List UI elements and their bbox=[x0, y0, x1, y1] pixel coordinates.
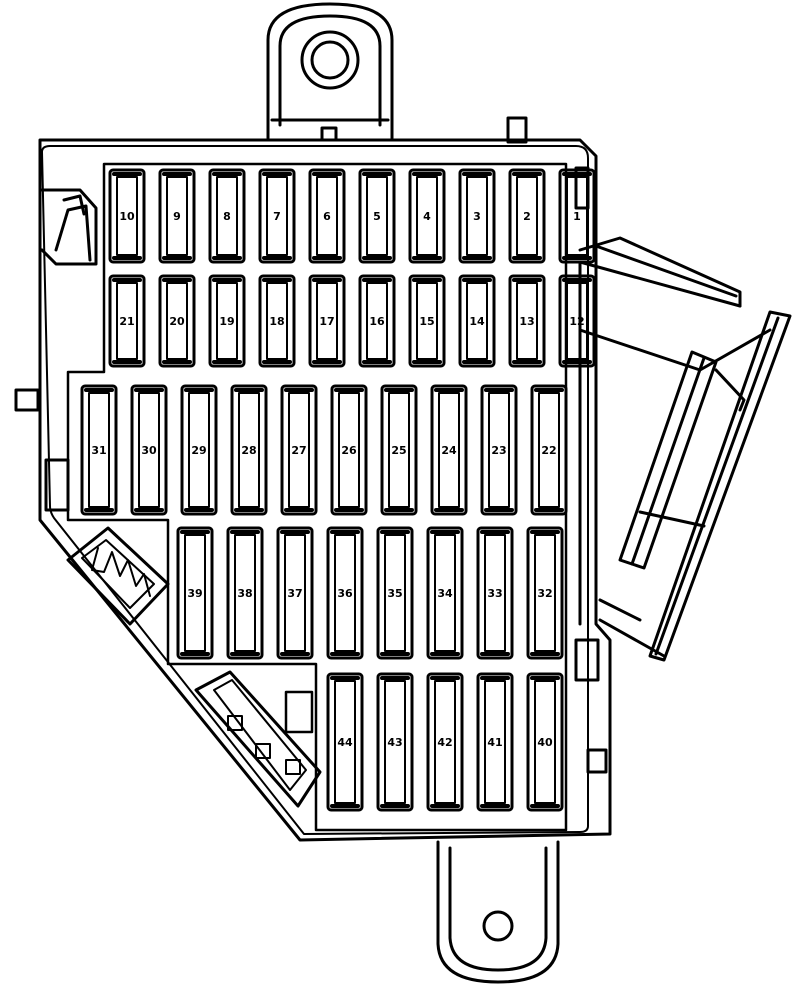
fuse-label: 30 bbox=[141, 444, 157, 457]
fuse-label: 8 bbox=[223, 210, 231, 223]
fuse-label: 12 bbox=[569, 315, 584, 328]
fuse-label: 9 bbox=[173, 210, 181, 223]
fuse-label: 35 bbox=[387, 587, 402, 600]
fuse-label: 41 bbox=[487, 736, 502, 749]
fuse-label: 23 bbox=[491, 444, 506, 457]
relay-sockets bbox=[66, 526, 322, 808]
fuse-label: 26 bbox=[341, 444, 357, 457]
fuse-label: 25 bbox=[391, 444, 406, 457]
fuse-label: 21 bbox=[119, 315, 134, 328]
fuse-label: 42 bbox=[437, 736, 452, 749]
fuse-24: 24 bbox=[430, 384, 468, 516]
fuse-10: 10 bbox=[108, 168, 146, 264]
fuse-label: 27 bbox=[291, 444, 306, 457]
fuse-6: 6 bbox=[308, 168, 346, 264]
fuse-label: 14 bbox=[469, 315, 485, 328]
fuse-1: 1 bbox=[558, 168, 596, 264]
top-left-clip bbox=[40, 188, 98, 266]
fuse-label: 40 bbox=[537, 736, 553, 749]
fuse-label: 6 bbox=[323, 210, 331, 223]
fuse-label: 16 bbox=[369, 315, 385, 328]
fuse-label: 20 bbox=[169, 315, 185, 328]
fuse-label: 4 bbox=[423, 210, 431, 223]
fuse-33: 33 bbox=[476, 526, 514, 660]
fuse-44: 44 bbox=[326, 672, 364, 812]
fuse-label: 39 bbox=[187, 587, 202, 600]
fuse-14: 14 bbox=[458, 274, 496, 368]
fuse-42: 42 bbox=[426, 672, 464, 812]
fuse-label: 10 bbox=[119, 210, 135, 223]
fuse-label: 2 bbox=[523, 210, 531, 223]
fuse-label: 43 bbox=[387, 736, 402, 749]
fuse-label: 38 bbox=[237, 587, 252, 600]
fuse-37: 37 bbox=[276, 526, 314, 660]
bottom-mounting-tab bbox=[436, 840, 560, 984]
fuse-35: 35 bbox=[376, 526, 414, 660]
fuse-26: 26 bbox=[330, 384, 368, 516]
fuse-label: 32 bbox=[537, 587, 552, 600]
fuse-label: 5 bbox=[373, 210, 381, 223]
fuse-41: 41 bbox=[476, 672, 514, 812]
fuse-label: 28 bbox=[241, 444, 256, 457]
fuse-panel-frame bbox=[66, 162, 568, 832]
fuse-34: 34 bbox=[426, 526, 464, 660]
side-connector bbox=[578, 236, 792, 662]
fuse-32: 32 bbox=[526, 526, 564, 660]
fuse-8: 8 bbox=[208, 168, 246, 264]
fuse-16: 16 bbox=[358, 274, 396, 368]
fuse-label: 36 bbox=[337, 587, 353, 600]
fuse-40: 40 bbox=[526, 672, 564, 812]
fuse-19: 19 bbox=[208, 274, 246, 368]
fuse-9: 9 bbox=[158, 168, 196, 264]
fuse-25: 25 bbox=[380, 384, 418, 516]
fuse-label: 1 bbox=[573, 210, 581, 223]
fuse-7: 7 bbox=[258, 168, 296, 264]
fuse-23: 23 bbox=[480, 384, 518, 516]
fuse-13: 13 bbox=[508, 274, 546, 368]
fuse-label: 19 bbox=[219, 315, 234, 328]
fuse-27: 27 bbox=[280, 384, 318, 516]
fuse-36: 36 bbox=[326, 526, 364, 660]
fuse-label: 37 bbox=[287, 587, 302, 600]
fuse-label: 18 bbox=[269, 315, 284, 328]
fuse-43: 43 bbox=[376, 672, 414, 812]
fuse-label: 24 bbox=[441, 444, 457, 457]
fuse-label: 7 bbox=[273, 210, 281, 223]
fuse-label: 22 bbox=[541, 444, 556, 457]
fuse-2: 2 bbox=[508, 168, 546, 264]
fuse-label: 44 bbox=[337, 736, 353, 749]
fuse-38: 38 bbox=[226, 526, 264, 660]
fuse-28: 28 bbox=[230, 384, 268, 516]
fuse-3: 3 bbox=[458, 168, 496, 264]
fuse-5: 5 bbox=[358, 168, 396, 264]
fuse-39: 39 bbox=[176, 526, 214, 660]
fuse-label: 13 bbox=[519, 315, 534, 328]
fuse-20: 20 bbox=[158, 274, 196, 368]
fuse-15: 15 bbox=[408, 274, 446, 368]
fuse-label: 29 bbox=[191, 444, 206, 457]
fuse-label: 17 bbox=[319, 315, 334, 328]
fuse-label: 31 bbox=[91, 444, 106, 457]
fuse-29: 29 bbox=[180, 384, 218, 516]
fuse-12: 12 bbox=[558, 274, 596, 368]
fuse-22: 22 bbox=[530, 384, 568, 516]
fuse-label: 3 bbox=[473, 210, 481, 223]
fuse-30: 30 bbox=[130, 384, 168, 516]
fuse-21: 21 bbox=[108, 274, 146, 368]
fuse-31: 31 bbox=[80, 384, 118, 516]
fuse-label: 15 bbox=[419, 315, 434, 328]
top-mounting-tab bbox=[266, 2, 394, 142]
fuse-18: 18 bbox=[258, 274, 296, 368]
fuse-label: 33 bbox=[487, 587, 502, 600]
fuse-4: 4 bbox=[408, 168, 446, 264]
fuse-17: 17 bbox=[308, 274, 346, 368]
housing-outline bbox=[38, 138, 612, 842]
fuse-label: 34 bbox=[437, 587, 453, 600]
